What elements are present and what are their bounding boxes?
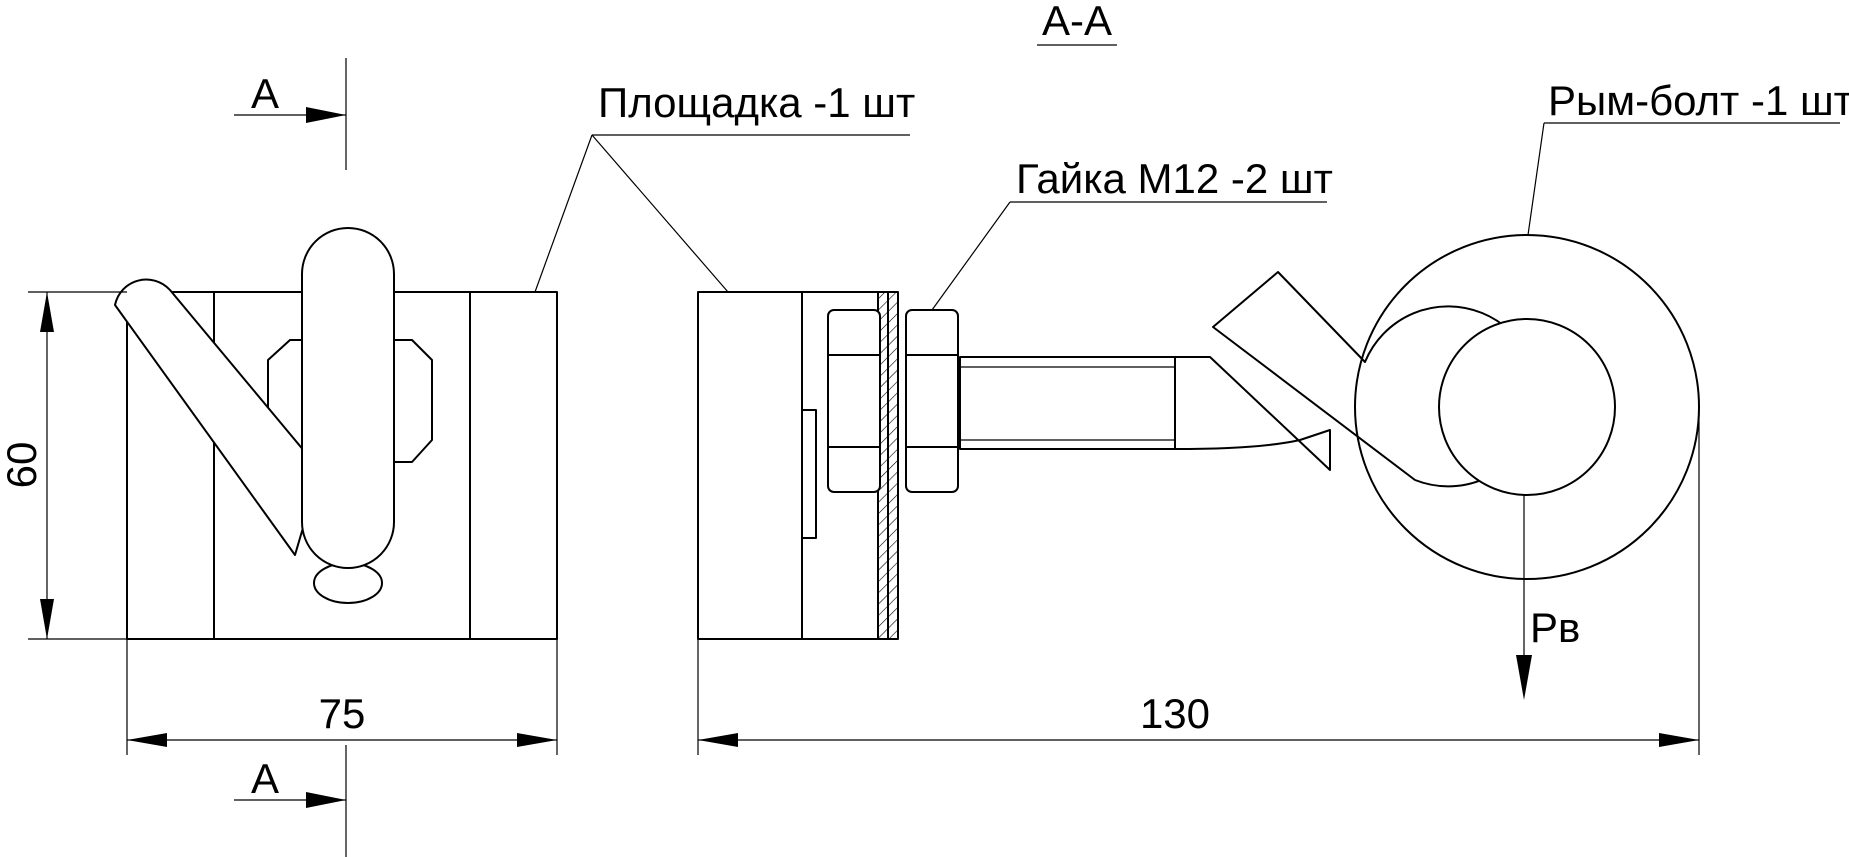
bolt-neck	[1174, 356, 1331, 471]
pad-hatch	[878, 292, 898, 639]
front-view	[114, 227, 558, 640]
nut-2	[905, 309, 959, 493]
section-mark-top: А	[234, 58, 347, 170]
dimension-width: 75	[126, 639, 558, 755]
dimension-height: 60	[0, 291, 127, 640]
nut-2-body	[905, 309, 959, 493]
callout-nut: Гайка М12 -2 шт	[931, 155, 1333, 311]
load-arrow-head	[1516, 655, 1532, 700]
section-title: А-А	[1037, 0, 1117, 46]
svg-text:130: 130	[1140, 690, 1210, 737]
svg-text:А: А	[251, 70, 279, 117]
svg-text:А: А	[251, 755, 279, 802]
callout-pad-leader-right	[591, 134, 729, 293]
eyebolt-ring-inner	[1438, 318, 1616, 496]
callout-nut-leader	[931, 201, 1011, 311]
dimension-length: 130	[697, 407, 1700, 755]
eyebolt-loop-front	[301, 227, 395, 569]
nut-1	[827, 309, 881, 493]
callout-pad-leader-left	[534, 134, 593, 293]
callout-pad: Площадка -1 шт	[534, 79, 915, 293]
svg-text:Гайка М12 -2 шт: Гайка М12 -2 шт	[1016, 155, 1333, 202]
nut-1-body	[827, 309, 881, 493]
section-arrow-bottom	[306, 792, 346, 808]
svg-text:А-А: А-А	[1042, 0, 1112, 44]
width-arrow-right	[517, 733, 557, 747]
length-arrow-right	[1659, 733, 1699, 747]
section-view: Рв	[697, 234, 1700, 700]
svg-text:Рв: Рв	[1530, 604, 1580, 651]
section-mark-bottom: А	[234, 745, 347, 857]
eyebolt-shank-front	[114, 278, 321, 556]
height-arrow-bottom	[40, 599, 54, 639]
bolt-thread	[959, 356, 1176, 450]
height-arrow-top	[40, 292, 54, 332]
svg-text:Рым-болт -1 шт: Рым-болт -1 шт	[1548, 77, 1849, 124]
section-arrow-top	[306, 107, 346, 123]
svg-text:Площадка -1 шт: Площадка -1 шт	[598, 79, 915, 126]
callout-eyebolt-leader	[1527, 122, 1545, 236]
svg-text:60: 60	[0, 442, 45, 489]
washer-plate	[801, 409, 817, 539]
svg-text:75: 75	[319, 690, 366, 737]
width-arrow-left	[127, 733, 167, 747]
callout-eyebolt: Рым-болт -1 шт	[1527, 77, 1849, 236]
length-arrow-left	[698, 733, 738, 747]
